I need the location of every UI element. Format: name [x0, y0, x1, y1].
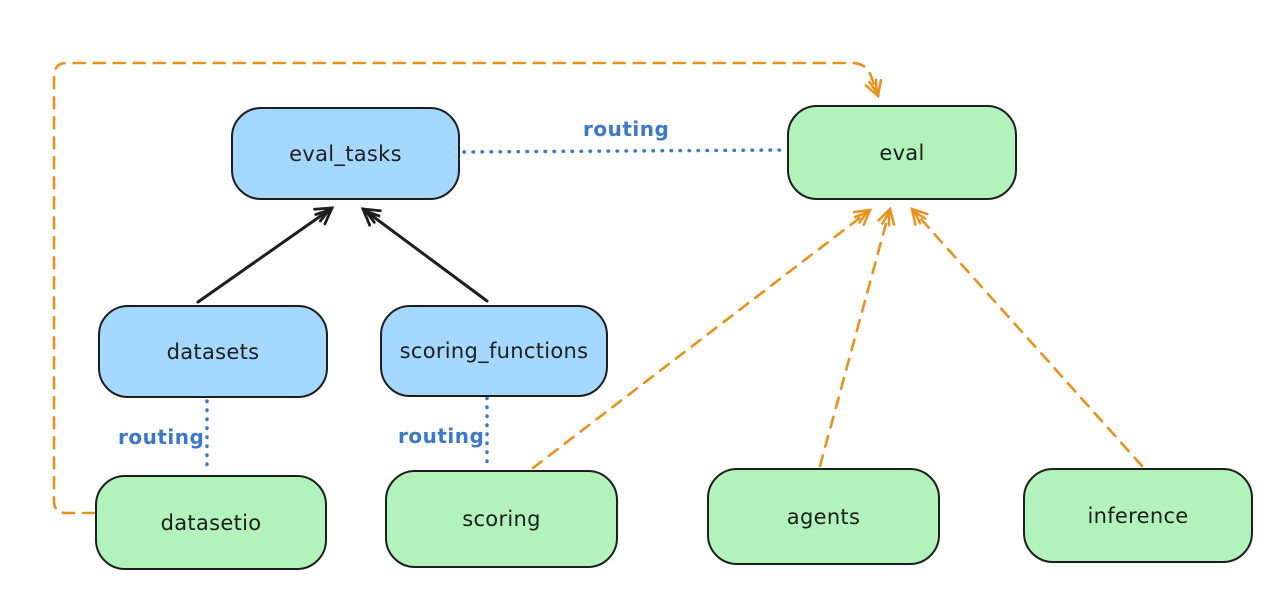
- node-label: eval: [879, 140, 925, 165]
- edge-label-routing-top: routing: [583, 117, 670, 141]
- node-label: datasets: [166, 339, 260, 364]
- node-label: scoring_functions: [399, 339, 589, 363]
- node-scoring-functions: scoring_functions: [380, 305, 608, 397]
- edge-inference-eval-arrow: [910, 207, 1144, 468]
- edge-label-routing-datasetio: routing: [118, 425, 205, 449]
- node-eval-tasks: eval_tasks: [231, 107, 460, 200]
- node-datasetio: datasetio: [95, 475, 327, 570]
- edge-label-routing-scoring: routing: [398, 424, 485, 448]
- node-scoring: scoring: [385, 470, 618, 568]
- node-eval: eval: [787, 105, 1017, 200]
- node-label: agents: [786, 504, 861, 529]
- edge-agents-eval-arrow: [818, 206, 896, 468]
- edge-scoringfunctions-evaltasks-arrow: [360, 207, 489, 303]
- edge-evaltasks-eval-dotted: [462, 148, 785, 154]
- node-inference: inference: [1023, 468, 1253, 563]
- node-label: datasetio: [160, 510, 262, 535]
- node-label: scoring: [462, 507, 541, 531]
- node-label: eval_tasks: [289, 141, 402, 166]
- node-datasets: datasets: [98, 305, 328, 398]
- node-agents: agents: [707, 468, 940, 565]
- node-label: inference: [1087, 503, 1189, 528]
- edge-datasets-evaltasks-arrow: [196, 206, 335, 304]
